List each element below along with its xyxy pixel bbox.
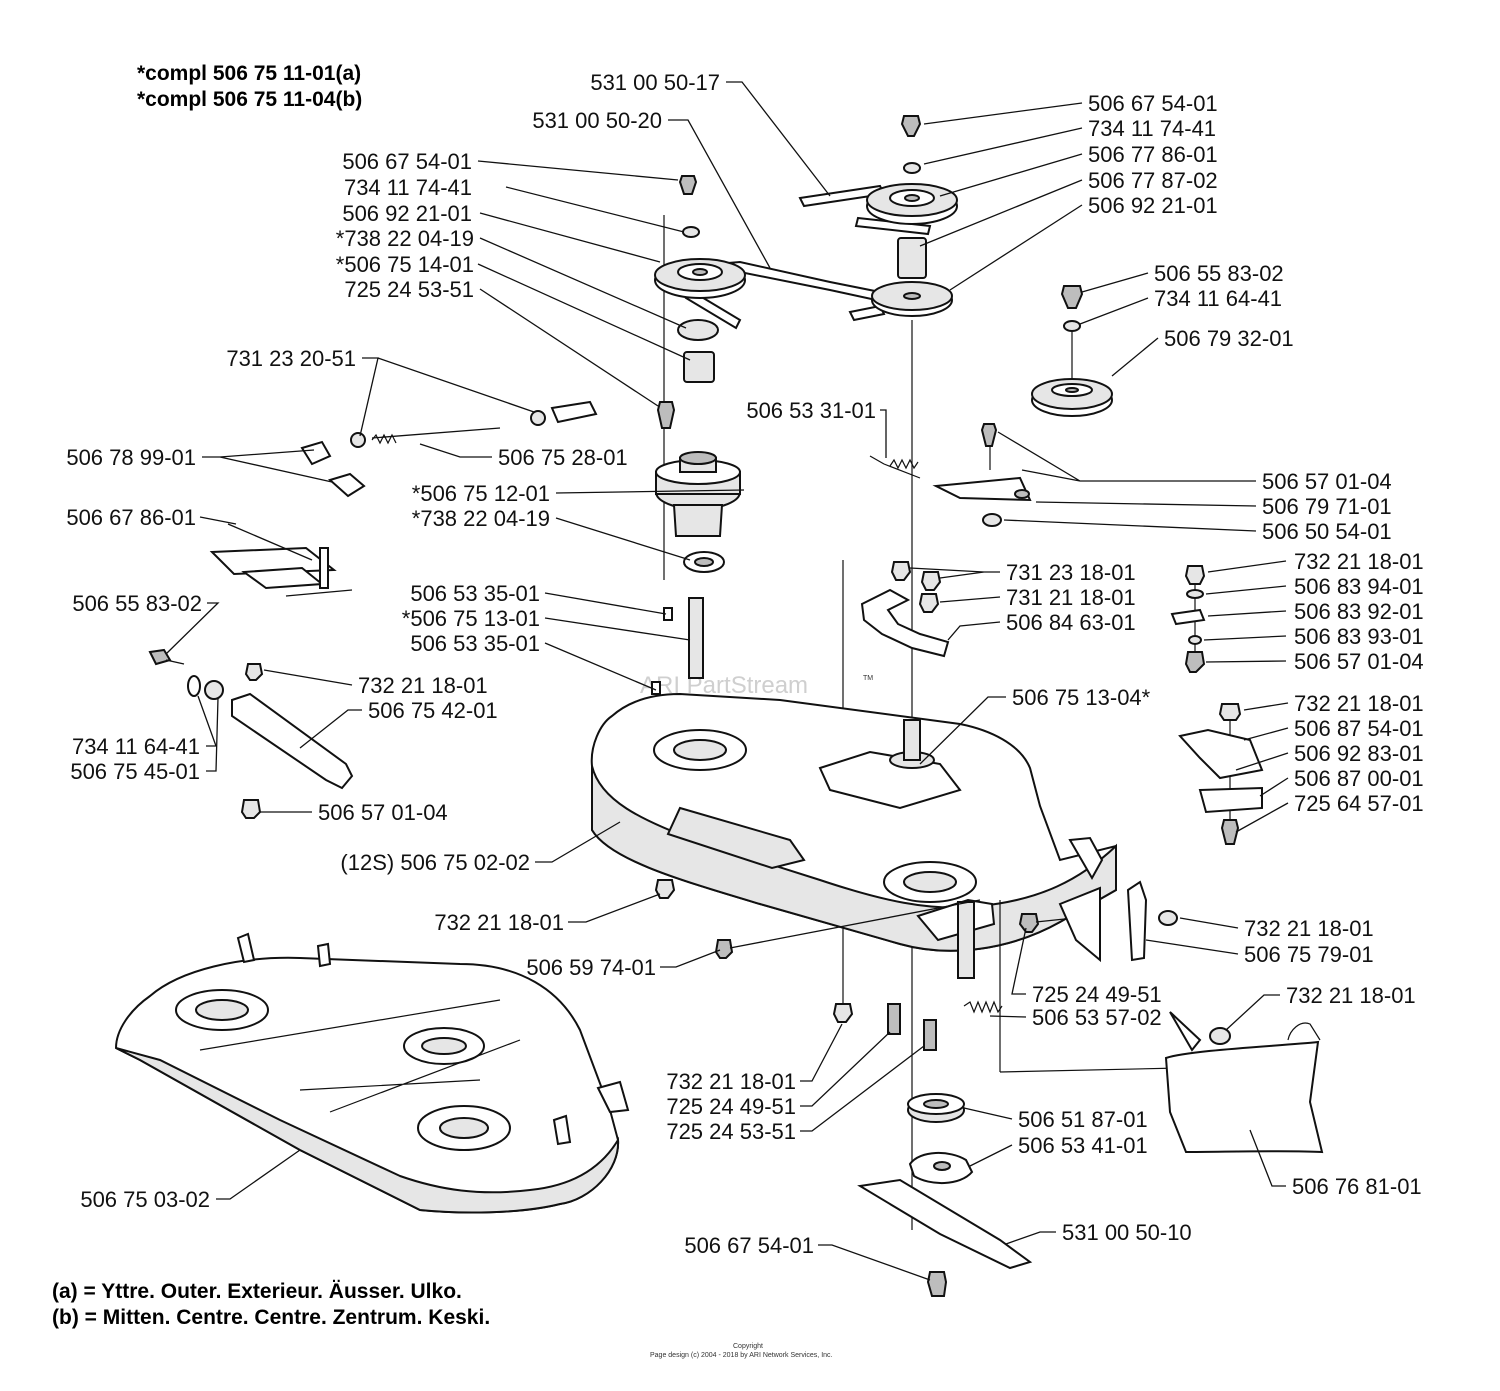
- part-label[interactable]: 506 53 35-01: [410, 581, 540, 606]
- rod-731-23-20-51: [300, 400, 598, 498]
- part-label[interactable]: 734 11 74-41: [344, 175, 472, 200]
- idler-pulley-506-79-32-01: [1031, 285, 1113, 417]
- right-pulley: [866, 115, 958, 317]
- watermark-tm: TM: [863, 675, 873, 682]
- part-label[interactable]: 734 11 64-41: [72, 734, 200, 759]
- deflector-506-76-81-01: [1164, 1011, 1324, 1154]
- part-label[interactable]: 506 75 79-01: [1244, 942, 1374, 967]
- part-label[interactable]: 506 83 92-01: [1294, 599, 1424, 624]
- part-label[interactable]: 506 57 01-04: [1262, 469, 1392, 494]
- legend-centre: (b) = Mitten. Centre. Centre. Zentrum. K…: [52, 1306, 490, 1329]
- part-label[interactable]: 531 00 50-20: [532, 108, 662, 133]
- part-label[interactable]: 731 23 20-51: [226, 346, 356, 371]
- part-label[interactable]: 506 79 71-01: [1262, 494, 1392, 519]
- part-label[interactable]: 506 92 21-01: [342, 201, 472, 226]
- part-label[interactable]: 734 11 64-41: [1154, 286, 1282, 311]
- part-label[interactable]: 506 75 03-02: [80, 1187, 210, 1212]
- part-label[interactable]: *506 75 13-01: [402, 606, 540, 631]
- plate-506-84-63-01: [860, 561, 950, 658]
- part-label[interactable]: 506 53 31-01: [746, 398, 876, 423]
- part-label[interactable]: 725 24 53-51: [344, 277, 474, 302]
- part-label[interactable]: 506 75 42-01: [368, 698, 498, 723]
- part-label[interactable]: 506 83 94-01: [1294, 574, 1424, 599]
- part-label[interactable]: 732 21 18-01: [434, 910, 564, 935]
- part-label[interactable]: 506 67 54-01: [1088, 91, 1218, 116]
- part-label[interactable]: 731 21 18-01: [1006, 585, 1136, 610]
- part-label[interactable]: 506 79 32-01: [1164, 326, 1294, 351]
- part-label[interactable]: 506 92 21-01: [1088, 193, 1218, 218]
- blade-assembly: [857, 1093, 1033, 1297]
- part-label[interactable]: 506 53 57-02: [1032, 1005, 1162, 1030]
- part-label[interactable]: 506 76 81-01: [1292, 1174, 1422, 1199]
- deck-506-75-03-02: [114, 932, 630, 1214]
- part-label[interactable]: 725 24 49-51: [666, 1094, 796, 1119]
- part-label[interactable]: *506 75 12-01: [412, 481, 550, 506]
- part-label[interactable]: 732 21 18-01: [358, 673, 488, 698]
- part-label[interactable]: 506 77 87-02: [1088, 168, 1218, 193]
- part-label[interactable]: 506 51 87-01: [1018, 1107, 1148, 1132]
- part-label[interactable]: 506 92 83-01: [1294, 741, 1424, 766]
- part-label[interactable]: 732 21 18-01: [1294, 691, 1424, 716]
- part-label[interactable]: 732 21 18-01: [1294, 549, 1424, 574]
- part-label[interactable]: 531 00 50-17: [590, 70, 720, 95]
- part-label[interactable]: (12S) 506 75 02-02: [340, 850, 530, 875]
- leader-lines: [165, 81, 1289, 1281]
- part-label[interactable]: *738 22 04-19: [412, 506, 550, 531]
- parts-drawing: [114, 115, 1324, 1297]
- part-label[interactable]: 506 67 86-01: [66, 505, 196, 530]
- part-label[interactable]: 506 87 00-01: [1294, 766, 1424, 791]
- part-label[interactable]: 506 59 74-01: [526, 955, 656, 980]
- part-label[interactable]: 506 75 13-04*: [1012, 685, 1151, 710]
- link-506-75-42-01: [148, 648, 354, 819]
- deck-506-75-02-02: [590, 692, 1117, 979]
- part-label[interactable]: 734 11 74-41: [1088, 116, 1216, 141]
- part-label[interactable]: 506 57 01-04: [318, 800, 448, 825]
- part-label[interactable]: 506 50 54-01: [1262, 519, 1392, 544]
- part-label[interactable]: 531 00 50-10: [1062, 1220, 1192, 1245]
- part-label[interactable]: 725 64 57-01: [1294, 791, 1424, 816]
- part-label[interactable]: 506 67 54-01: [342, 149, 472, 174]
- part-label[interactable]: 506 55 83-02: [72, 591, 202, 616]
- part-label[interactable]: 506 57 01-04: [1294, 649, 1424, 674]
- part-label[interactable]: 731 23 18-01: [1006, 560, 1136, 585]
- part-label[interactable]: *738 22 04-19: [336, 226, 474, 251]
- spindle-housing-506-75-12-01: [655, 451, 741, 573]
- part-label[interactable]: 725 24 49-51: [1032, 982, 1162, 1007]
- footer-page-design: Page design (c) 2004 - 2018 by ARI Netwo…: [650, 1352, 833, 1359]
- part-label[interactable]: 506 55 83-02: [1154, 261, 1284, 286]
- part-label[interactable]: 506 77 86-01: [1088, 142, 1218, 167]
- part-label[interactable]: 506 75 45-01: [70, 759, 200, 784]
- bracket-506-67-86-01: [209, 523, 353, 597]
- left-pulley: [654, 175, 746, 429]
- part-label[interactable]: 506 53 35-01: [410, 631, 540, 656]
- part-label[interactable]: 506 83 93-01: [1294, 624, 1424, 649]
- part-label[interactable]: 506 75 28-01: [498, 445, 628, 470]
- part-label[interactable]: 732 21 18-01: [666, 1069, 796, 1094]
- part-label[interactable]: 506 87 54-01: [1294, 716, 1424, 741]
- right-bracket-stack: [1170, 565, 1264, 845]
- part-label[interactable]: 725 24 53-51: [666, 1119, 796, 1144]
- idler-arm-506-79-71-01: [869, 423, 1032, 527]
- part-label[interactable]: *506 75 14-01: [336, 252, 474, 277]
- assembly-title-centre: *compl 506 75 11-04(b): [137, 88, 362, 111]
- part-label[interactable]: 506 67 54-01: [684, 1233, 814, 1258]
- part-label[interactable]: 732 21 18-01: [1244, 916, 1374, 941]
- footer-copyright: Copyright: [733, 1343, 763, 1350]
- part-label[interactable]: 506 84 63-01: [1006, 610, 1136, 635]
- assembly-title-outer: *compl 506 75 11-01(a): [137, 62, 361, 85]
- part-label[interactable]: 506 78 99-01: [66, 445, 196, 470]
- part-labels: 531 00 50-17 531 00 50-20 506 67 54-01 7…: [66, 70, 1423, 1258]
- part-label[interactable]: 506 53 41-01: [1018, 1133, 1148, 1158]
- legend-outer: (a) = Yttre. Outer. Exterieur. Äusser. U…: [52, 1280, 462, 1303]
- part-label[interactable]: 732 21 18-01: [1286, 983, 1416, 1008]
